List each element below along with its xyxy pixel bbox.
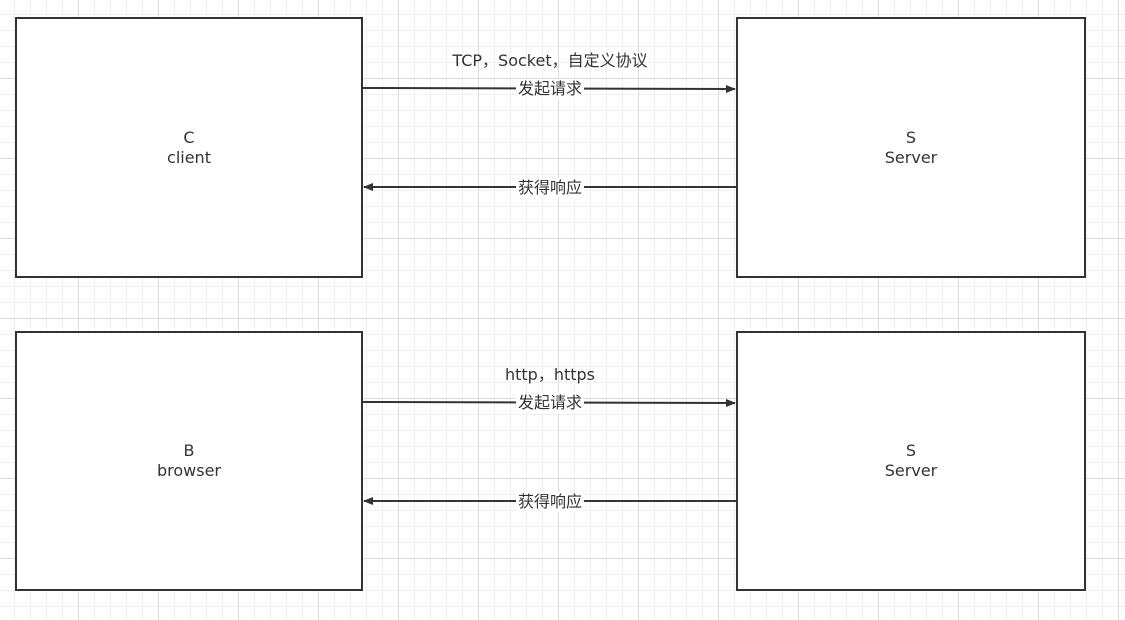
browser-box[interactable]: B browser — [15, 331, 363, 591]
client-box-letter: C — [183, 127, 195, 147]
bs-server-box-letter: S — [905, 441, 917, 460]
bs-server-box-name: Server — [884, 461, 938, 480]
bs-protocol-label: http，https — [504, 365, 596, 384]
browser-box-name: browser — [156, 461, 221, 480]
cs-protocol-label: TCP，Socket，自定义协议 — [452, 51, 648, 70]
bs-server-box[interactable]: S Server — [736, 331, 1086, 591]
browser-box-letter: B — [183, 441, 195, 460]
bs-request-label: 发起请求 — [515, 393, 585, 413]
cs-server-box[interactable]: S Server — [736, 17, 1086, 278]
client-box-name: client — [167, 147, 211, 167]
bs-response-label: 获得响应 — [515, 492, 585, 512]
cs-response-label: 获得响应 — [515, 178, 585, 198]
cs-request-label: 发起请求 — [515, 79, 585, 99]
client-box[interactable]: C client — [15, 17, 363, 278]
cs-server-box-letter: S — [905, 127, 917, 147]
cs-server-box-name: Server — [884, 147, 938, 167]
